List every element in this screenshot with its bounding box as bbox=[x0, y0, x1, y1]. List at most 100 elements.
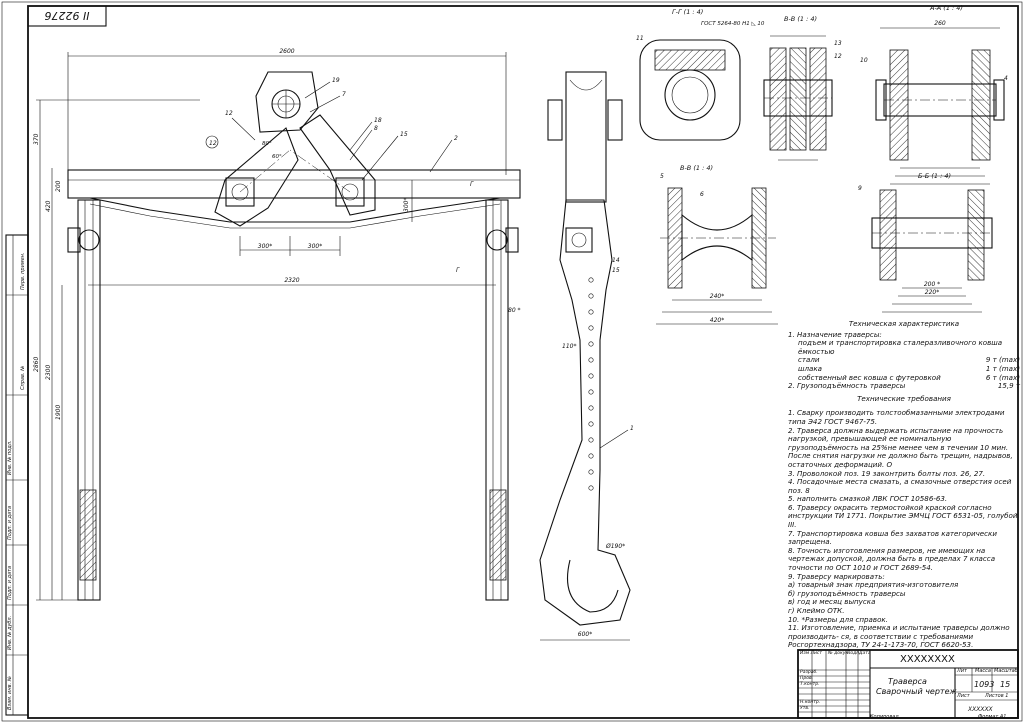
req-line: 10. *Размеры для справок. bbox=[788, 614, 888, 624]
pos-label: 7 bbox=[342, 91, 346, 98]
tb-row: Разраб. bbox=[800, 670, 818, 675]
pos-label: 5 bbox=[660, 173, 664, 180]
pos-label: 18 bbox=[374, 117, 382, 124]
pos-label: 9 bbox=[858, 185, 862, 192]
req-line: 3. Проволокой поз. 19 законтрить болты п… bbox=[788, 468, 986, 478]
side-label: Справ. № bbox=[20, 366, 26, 390]
front-view: 2600 2860 2300 1900 370 420 200 2320 300… bbox=[33, 48, 521, 601]
view-title: А-А (1 : 4) bbox=[929, 4, 963, 12]
main-beam bbox=[67, 169, 521, 199]
scale-label: Масштаб bbox=[994, 668, 1018, 674]
left-hanger bbox=[67, 199, 101, 601]
lit-label: Лит bbox=[957, 668, 967, 674]
pos-label: 19 bbox=[332, 77, 340, 84]
hook-hole bbox=[588, 293, 594, 299]
hook-body bbox=[539, 199, 631, 626]
hook-hole bbox=[588, 453, 594, 459]
dim-2860: 2860 bbox=[33, 357, 40, 372]
side-label: Перв. примен. bbox=[20, 252, 26, 290]
side-label: Взам. инв. № bbox=[7, 676, 13, 710]
tb-row: Дата bbox=[859, 651, 871, 656]
section-mark-g: Г bbox=[470, 181, 474, 188]
req-line: 8. Точность изготовления размеров, не им… bbox=[788, 545, 996, 573]
note-value: 9 т (max) bbox=[985, 355, 1020, 365]
section-bb: Б-Б (1 : 4) 200 * 220* 9 bbox=[858, 172, 993, 313]
dim-240: 240* bbox=[710, 293, 724, 300]
note-line: 1. Назначение траверсы: bbox=[788, 329, 882, 339]
position-leaders: 12 12 19 7 18 8 15 2 Г Г bbox=[205, 77, 474, 274]
dim-200: 200 bbox=[55, 180, 62, 192]
dim-200b: 200 * bbox=[924, 281, 940, 288]
doc-code: XXXXXX bbox=[968, 706, 993, 713]
note-value: 6 т (max) bbox=[985, 372, 1020, 382]
pos-label: 10 bbox=[860, 57, 868, 64]
tb-row: Т.контр. bbox=[800, 682, 820, 687]
view-title: В-В (1 : 4) bbox=[784, 15, 817, 23]
hook-hole bbox=[588, 405, 594, 411]
mass-value: 1093 bbox=[974, 680, 995, 689]
side-label: Инв. № подл. bbox=[7, 441, 13, 476]
dim-1900: 1900 bbox=[55, 405, 62, 420]
angle-80: 80° bbox=[262, 141, 272, 147]
hook-hole bbox=[588, 357, 594, 363]
dim-2320: 2320 bbox=[284, 277, 299, 284]
title-line-2: Сварочный чертеж bbox=[876, 687, 957, 696]
hook-hole bbox=[588, 341, 594, 347]
hook-side-view: 600* 110* Ø190* 1 14 15 bbox=[539, 71, 634, 641]
req-line: 7. Транспортировка ковша без захватов ка… bbox=[788, 528, 997, 547]
section-gg: Г-Г (1 : 4) ГОСТ 5264-80 Н1 ◺ 10 11 bbox=[636, 8, 765, 141]
hook-hole bbox=[588, 309, 594, 315]
pos-label: 8 bbox=[374, 125, 378, 132]
dim-2300: 2300 bbox=[45, 365, 52, 380]
side-label: Подп. и дата bbox=[7, 506, 13, 540]
characteristics-title: Техническая характеристика bbox=[848, 319, 960, 328]
pos-label: 4 bbox=[1004, 75, 1008, 82]
stamp-number: ΙΙ 92276 bbox=[45, 9, 90, 22]
scale-value: 15 bbox=[1000, 680, 1011, 689]
note-line: стали bbox=[798, 355, 820, 365]
dim-220: 220* bbox=[925, 289, 939, 296]
pos-label: 2 bbox=[454, 135, 458, 142]
copied-label: Копировал bbox=[870, 714, 899, 720]
pos-label: 1 bbox=[630, 425, 634, 432]
hook-hole bbox=[588, 389, 594, 395]
dim-370: 370 bbox=[33, 133, 40, 145]
dim-80: 80 * bbox=[508, 307, 521, 314]
pos-label: 14 bbox=[612, 257, 620, 264]
pos-label: 12 bbox=[225, 110, 233, 117]
tb-row: Н.контр. bbox=[800, 700, 821, 705]
pos-label: 12 bbox=[834, 53, 842, 60]
hook-hole bbox=[588, 373, 594, 379]
view-title: В-В (1 : 4) bbox=[680, 164, 713, 172]
angle-60: 60° bbox=[272, 154, 282, 160]
hook-hole bbox=[588, 469, 594, 475]
dim-2600: 2600 bbox=[279, 48, 294, 55]
dim-420: 420 bbox=[45, 200, 52, 212]
req-line: 6. Траверсу окрасить термостойкой краско… bbox=[788, 502, 1018, 530]
note-value: 15,9 т bbox=[997, 381, 1020, 391]
note-value: 1 т (max) bbox=[985, 363, 1020, 373]
weld-note: ГОСТ 5264-80 Н1 ◺ 10 bbox=[701, 21, 765, 27]
section-mark-g2: Г bbox=[456, 267, 460, 274]
beam-underside-2 bbox=[89, 203, 501, 229]
dim-300-left: 300* bbox=[258, 243, 272, 250]
req-line: 5. наполнить смазкой ЛВК ГОСТ 10586-63. bbox=[788, 494, 948, 504]
dim-190: Ø190* bbox=[605, 543, 625, 550]
hook-hole bbox=[588, 325, 594, 331]
view-title: Б-Б (1 : 4) bbox=[918, 172, 951, 180]
pos-label: 12 bbox=[209, 140, 217, 147]
x-yoke: 60° 80° bbox=[214, 71, 376, 227]
note-line: шлака bbox=[798, 363, 823, 373]
req-line: 9. Траверсу маркировать: bbox=[788, 571, 885, 581]
dim-300-vert: 300* bbox=[403, 198, 410, 212]
hook-hole bbox=[588, 277, 594, 283]
req-line: 2. Траверса должна выдержать испытание н… bbox=[788, 425, 1013, 469]
beam-underside bbox=[89, 197, 501, 223]
drawing-number: XXXXXXXX bbox=[900, 654, 955, 665]
req-line: а) товарный знак предприятия-изготовител… bbox=[788, 580, 959, 590]
hook-hole bbox=[588, 485, 594, 491]
title-block bbox=[797, 649, 1019, 719]
section-vv-top: В-В (1 : 4) 13 12 bbox=[763, 15, 842, 161]
